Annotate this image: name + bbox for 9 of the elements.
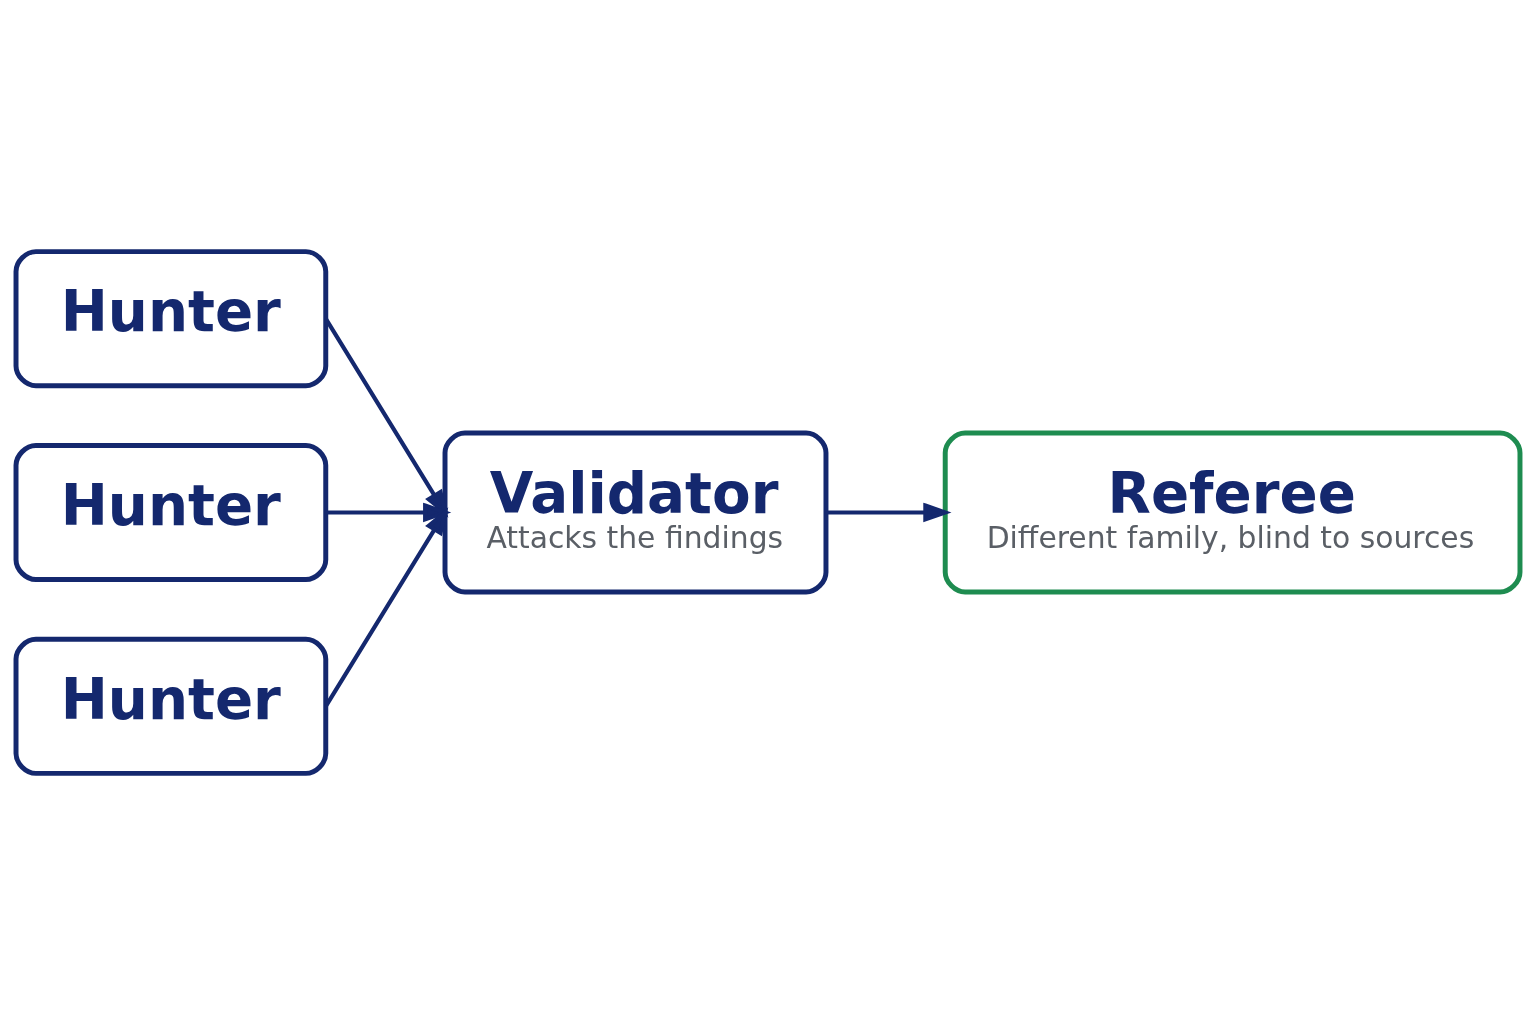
node-box: Hunter (13, 248, 329, 388)
node-box: Hunter (13, 442, 329, 582)
arrow (324, 317, 449, 518)
node-box: Validator Attacks the findings (442, 430, 829, 594)
node-box: Hunter (13, 636, 329, 776)
arrow (825, 502, 952, 522)
arrow (324, 506, 449, 707)
arrow (325, 502, 452, 522)
node-box: Referee Different family, blind to sources (942, 430, 1523, 594)
